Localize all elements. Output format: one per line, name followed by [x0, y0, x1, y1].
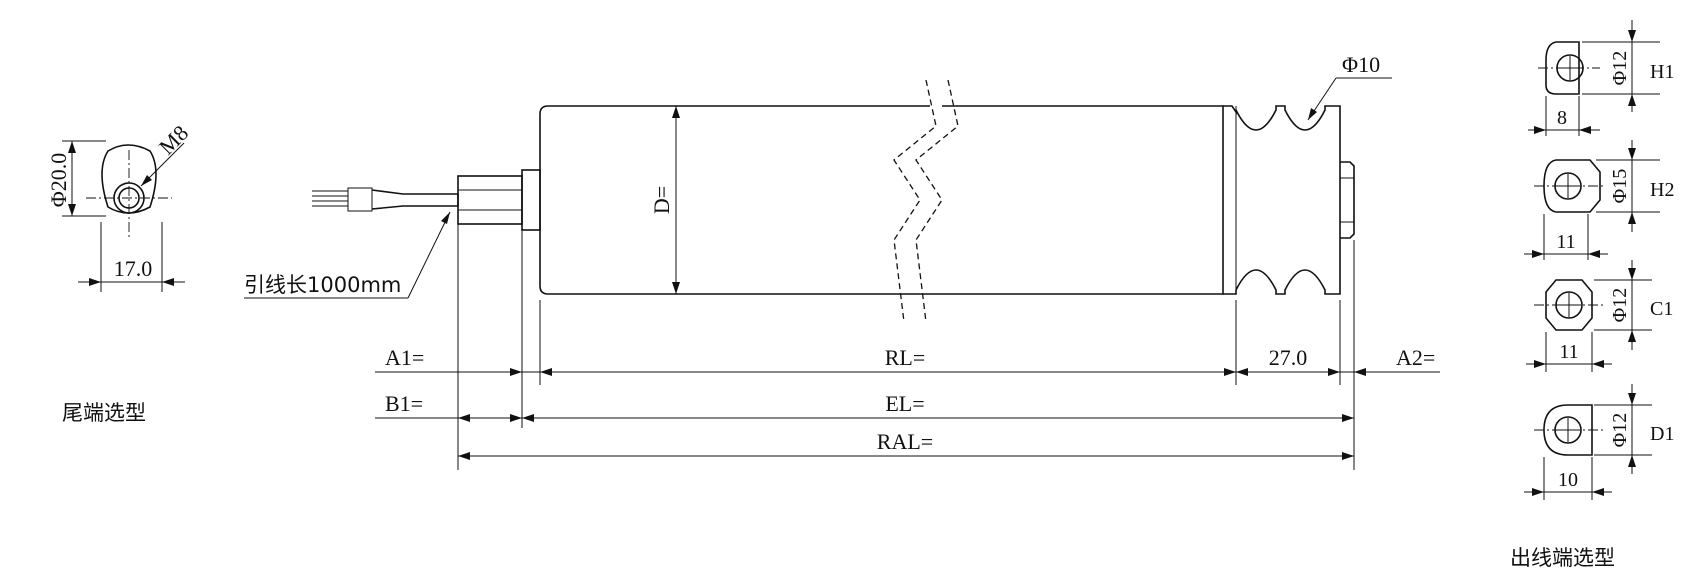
- tail-options-title: 尾端选型: [62, 401, 146, 425]
- c1-code: C1: [1650, 298, 1673, 320]
- d1-width-label: 10: [1558, 469, 1578, 491]
- d1-dia-label: Φ12: [1609, 413, 1631, 448]
- outlet-option-d1: Φ12 D1 10: [1524, 384, 1674, 500]
- lead-length-label: 引线长1000mm: [244, 273, 401, 297]
- diameter-label: D=: [649, 186, 674, 214]
- a1-label: A1=: [385, 345, 424, 370]
- tail-end-outline: [101, 144, 157, 214]
- outlet-option-h2: Φ15 H2 11: [1524, 140, 1674, 260]
- groove-length-label: 27.0: [1269, 345, 1308, 370]
- tail-width-label: 17.0: [114, 256, 153, 281]
- tail-end-view: Φ20.0 17.0 M8 尾端选型: [46, 120, 193, 425]
- ral-label: RAL=: [877, 429, 933, 454]
- h2-code: H2: [1650, 179, 1674, 201]
- tail-height-label: Φ20.0: [46, 153, 71, 208]
- h1-width-label: 8: [1557, 107, 1567, 129]
- h2-width-label: 11: [1556, 231, 1575, 253]
- h1-code: H1: [1650, 61, 1674, 83]
- end-cap: [521, 169, 541, 231]
- grooved-head: [1223, 105, 1341, 295]
- tube-body-right: [910, 105, 1224, 295]
- shaft-diameter-label: Φ10: [1342, 52, 1380, 77]
- a2-label: A2=: [1396, 345, 1435, 370]
- d1-code: D1: [1650, 423, 1674, 445]
- outlet-options: Φ12 H1 8 Φ15 H2 11: [1510, 20, 1674, 570]
- tube-body-left: [539, 105, 930, 295]
- rl-label: RL=: [885, 345, 926, 370]
- b1-label: B1=: [385, 391, 423, 416]
- break-line-2: [915, 79, 959, 323]
- c1-dia-label: Φ12: [1609, 288, 1631, 323]
- shaft: [1340, 161, 1355, 239]
- break-line-1: [893, 79, 937, 323]
- tail-thread-label: M8: [154, 120, 193, 159]
- outlet-options-title: 出线端选型: [1510, 546, 1615, 570]
- c1-width-label: 11: [1559, 341, 1578, 363]
- roller-main-view: D= Φ10 引线长1000mm A1= RL= 27.0 A2=: [244, 52, 1440, 470]
- h1-dia-label: Φ12: [1609, 51, 1631, 86]
- outlet-option-c1: Φ12 C1 11: [1526, 260, 1673, 372]
- cable-wires: [312, 187, 459, 212]
- el-label: EL=: [885, 391, 924, 416]
- h2-dia-label: Φ15: [1609, 169, 1631, 204]
- cable-gland: [457, 175, 523, 225]
- outlet-option-h1: Φ12 H1 8: [1528, 20, 1674, 136]
